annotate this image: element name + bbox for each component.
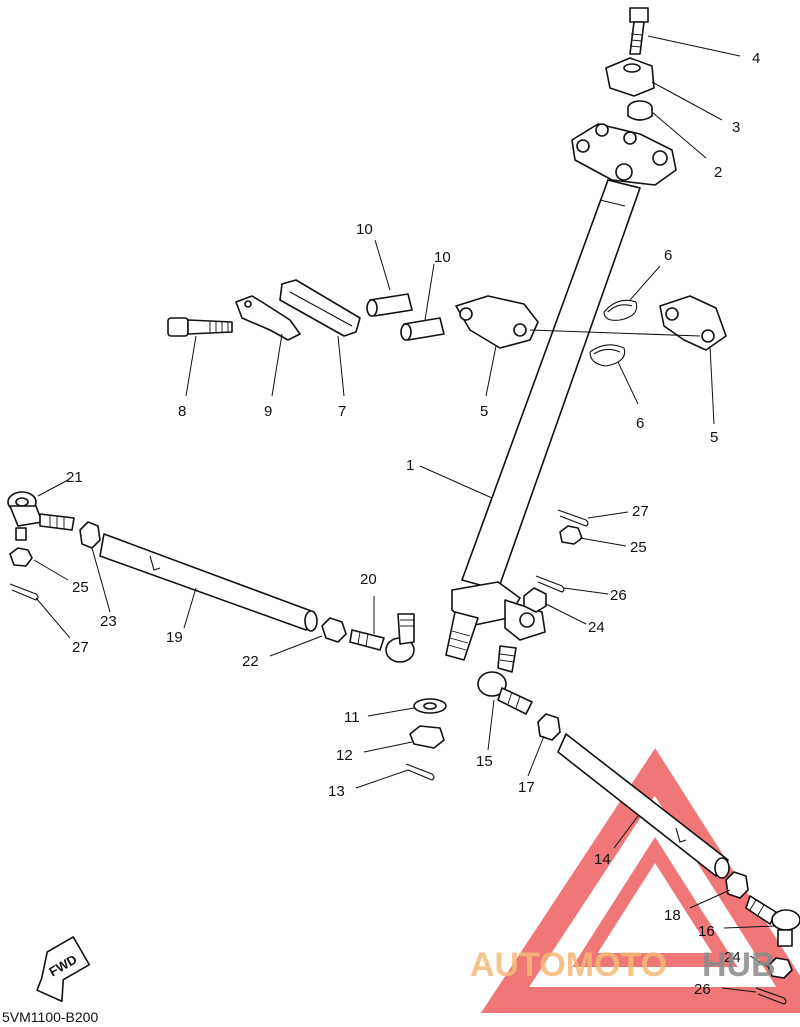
lock-washer-9 [235,295,301,341]
rod-end-16 [745,895,800,947]
callout-7: 7 [338,403,346,420]
callout-21: 21 [66,469,83,486]
callout-14: 14 [594,851,611,868]
callout-23: 23 [100,613,117,630]
callout-19: 19 [166,629,183,646]
callout-10: 10 [434,249,451,266]
nut-24-lower [767,957,793,979]
callout-24: 24 [588,619,605,636]
fwd-arrow-icon: FWD [36,936,91,1003]
callout-5: 5 [710,429,718,446]
callout-22: 22 [242,653,259,670]
callout-25: 25 [630,539,647,556]
callout-25: 25 [72,579,89,596]
watermark-text-hub: HUB [702,946,776,984]
callout-6: 6 [636,415,644,432]
leader-lines [33,35,777,993]
callout-8: 8 [178,403,186,420]
callout-1: 1 [406,457,414,474]
callout-9: 9 [264,403,272,420]
nut-17 [537,713,561,741]
bushing-2 [627,100,653,121]
callout-4: 4 [752,50,760,67]
cotter-pin-27-left [9,583,39,601]
washer-11 [413,698,447,714]
callout-11: 11 [344,709,360,726]
cotter-pin-26-lower [755,987,787,1005]
callout-3: 3 [732,119,740,136]
callout-26: 26 [610,587,627,604]
callout-20: 20 [360,571,377,588]
callout-24: 24 [724,949,741,966]
plate-7 [279,279,361,337]
bracket-5-left [455,295,539,349]
rod-end-20 [349,613,415,663]
nut-25-right [559,525,583,545]
watermark-triangle-inner [572,836,738,967]
cotter-pin-27-right [557,509,589,527]
cotter-pin-13 [405,763,435,781]
callout-18: 18 [664,907,681,924]
callout-27: 27 [72,639,89,656]
collar-10-lower [400,317,445,341]
nut-12 [409,725,445,749]
watermark-text-auto: AUTOMOTO [470,946,667,984]
rod-end-15 [477,645,533,715]
callout-labels: 4 3 2 10 10 6 6 8 9 7 5 5 1 21 27 25 25 … [66,50,760,998]
nut-22 [321,617,347,643]
shaft-top-bracket [571,123,677,186]
callout-15: 15 [476,753,493,770]
callout-26: 26 [694,981,711,998]
callout-2: 2 [714,164,722,181]
bolt-8 [167,317,233,337]
nut-25-left [9,547,33,567]
cotter-pin-26-upper [535,575,565,593]
callout-6: 6 [664,247,672,264]
callout-16: 16 [698,923,715,940]
nut-23 [79,521,101,549]
callout-12: 12 [336,747,353,764]
circlip-6-lower [589,344,626,367]
callout-17: 17 [518,779,535,796]
watermark-text: AUTOMOTO HUB [470,946,776,984]
bracket-5-right [659,295,727,351]
rod-end-21 [7,491,75,541]
callout-13: 13 [328,783,345,800]
callout-5: 5 [480,403,488,420]
callout-27: 27 [632,503,649,520]
diagram-reference-code: 5VM1100-B200 [2,1009,98,1025]
tie-rod-19 [99,533,318,632]
collar-10-upper [366,293,413,317]
tie-rod-14 [557,733,730,879]
nut-24-upper [523,587,547,613]
callout-10: 10 [356,221,373,238]
circlip-6-upper [603,299,638,321]
clamp-3 [605,57,655,97]
bolt-4 [629,7,649,55]
nut-18 [725,871,749,899]
